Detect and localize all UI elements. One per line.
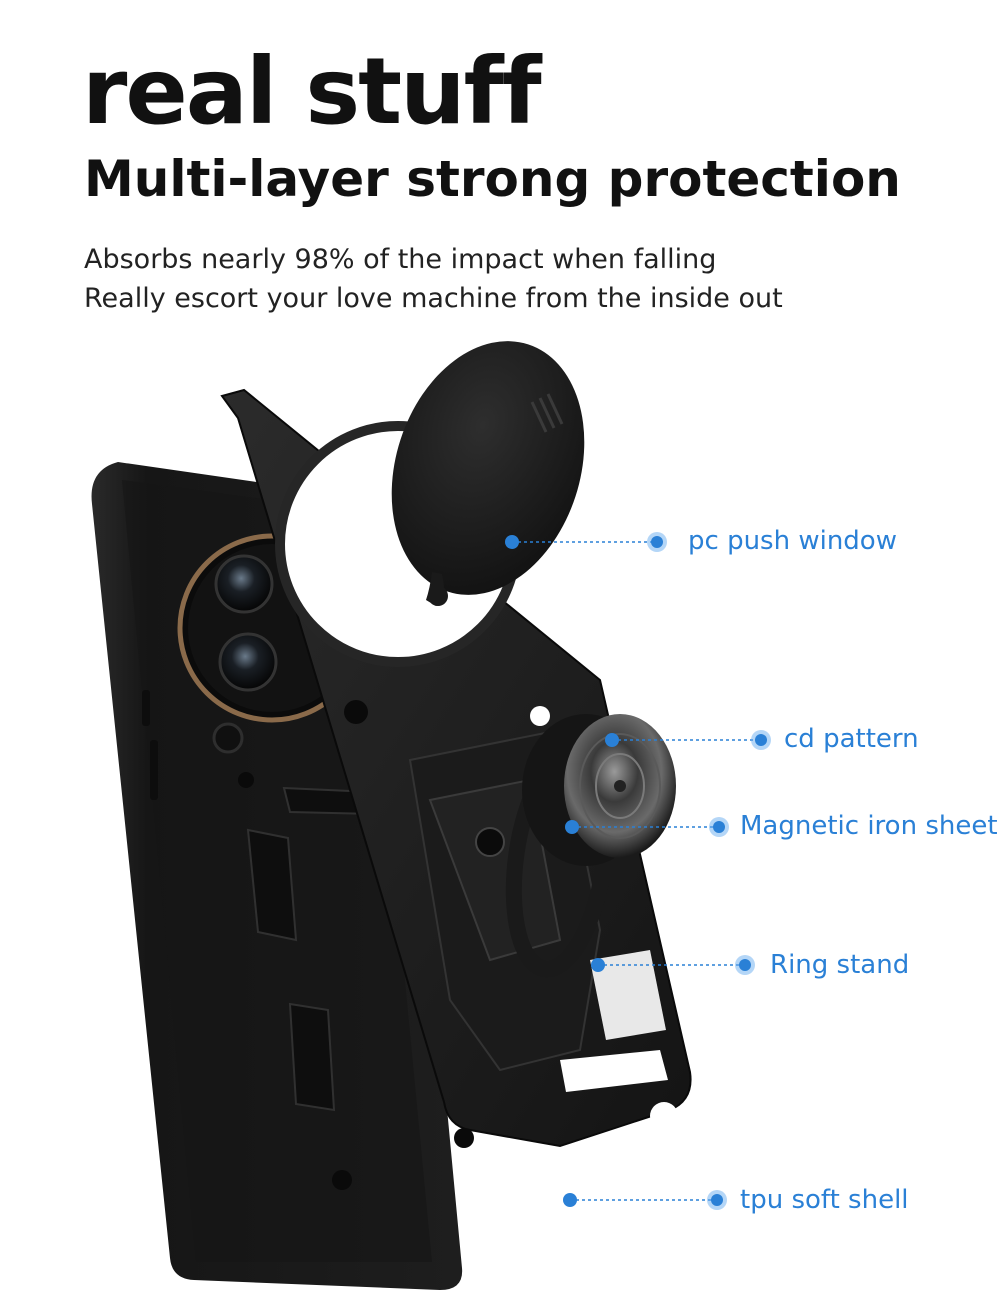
callout-tpu-soft-shell: tpu soft shell xyxy=(740,1185,909,1215)
headline: real stuff xyxy=(82,38,542,145)
pc-push-window xyxy=(391,341,585,606)
description-line-1: Absorbs nearly 98% of the impact when fa… xyxy=(84,244,717,275)
callout-connectors xyxy=(505,532,771,1210)
ring-stand xyxy=(505,714,676,978)
callout-magnetic-iron-sheet: Magnetic iron sheet xyxy=(740,811,998,841)
description-line-2: Really escort your love machine from the… xyxy=(84,283,783,314)
callout-ring-stand: Ring stand xyxy=(770,950,910,980)
subheadline: Multi-layer strong protection xyxy=(84,150,901,208)
callout-cd-pattern: cd pattern xyxy=(784,724,919,754)
callout-pc-push-window: pc push window xyxy=(688,526,897,556)
description: Absorbs nearly 98% of the impact when fa… xyxy=(84,240,783,318)
